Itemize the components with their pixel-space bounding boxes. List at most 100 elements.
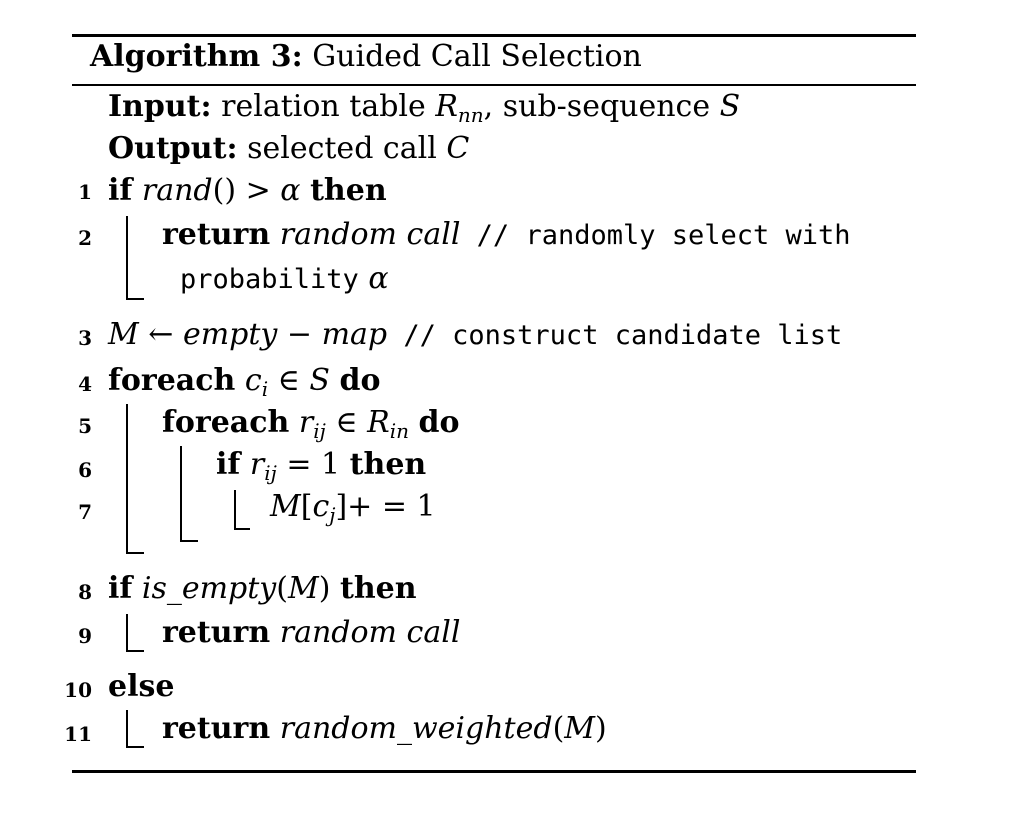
set: R (367, 405, 390, 440)
algo-line-11: return random_weighted(M) (162, 714, 607, 744)
algorithm-title: Guided Call Selection (312, 39, 642, 74)
kw-if: if (216, 447, 241, 482)
top-rule (72, 34, 916, 37)
line-number: 5 (78, 414, 92, 438)
line-number: 2 (78, 226, 92, 250)
arg: M (564, 711, 595, 746)
line-number: 11 (64, 722, 92, 746)
subscript: ij (313, 419, 326, 443)
alpha: α (368, 261, 389, 296)
comment: // randomly select with (460, 220, 851, 251)
expr: empty (182, 317, 278, 352)
kw-return: return (162, 711, 271, 746)
var: c (244, 363, 262, 398)
function: random_weighted (279, 711, 553, 746)
kw-return: return (162, 615, 271, 650)
kw-do: do (339, 363, 381, 398)
paren: ( (276, 571, 288, 606)
header-rule (72, 84, 916, 86)
var: r (249, 447, 265, 482)
set: S (309, 363, 330, 398)
subscript: i (261, 377, 269, 401)
var: M (108, 317, 139, 352)
algo-line-6: if rij = 1 then (216, 447, 427, 485)
kw-then: then (310, 173, 387, 208)
algo-line-2-cont: probability α (180, 264, 389, 294)
line-number: 9 (78, 624, 92, 648)
kw-foreach: foreach (108, 363, 236, 398)
kw-do: do (418, 405, 460, 440)
arg: M (287, 571, 319, 606)
kw-then: then (349, 447, 427, 482)
operator: ∈ (325, 405, 368, 440)
call-expr: random call (279, 217, 461, 252)
algo-line-9: return random call (162, 618, 460, 648)
subscript: j (329, 503, 336, 527)
input-var: R (435, 89, 458, 124)
block-bar (234, 490, 236, 530)
comment: // construct candidate list (387, 320, 843, 351)
algo-line-7: M[cj]+ = 1 (270, 489, 436, 527)
block-bar (126, 710, 128, 748)
line-number: 1 (78, 180, 92, 204)
line-number: 4 (78, 372, 92, 396)
algo-line-2: return random call // randomly select wi… (162, 220, 851, 250)
input-rest: , sub-sequence (483, 89, 711, 124)
kw-if: if (108, 173, 133, 208)
algo-line-1: if rand() > α then (108, 176, 387, 206)
algo-line-5: foreach rij ∈ Rin do (162, 405, 460, 443)
subscript: ij (264, 461, 277, 485)
paren: ) (595, 711, 607, 746)
expr: rand (141, 173, 213, 208)
function: is_empty (141, 571, 277, 606)
line-number: 8 (78, 580, 92, 604)
line-number: 10 (64, 678, 92, 702)
line-number: 6 (78, 458, 92, 482)
block-end (234, 528, 250, 530)
bracket: [ (300, 489, 313, 524)
output-var: C (446, 131, 470, 166)
kw-if: if (108, 571, 133, 606)
input-sub: nn (457, 103, 484, 127)
block-end (126, 298, 144, 300)
dash: − (277, 317, 322, 352)
algo-line-10: else (108, 672, 174, 702)
var: r (298, 405, 314, 440)
alpha: α (280, 173, 301, 208)
block-bar (126, 216, 128, 300)
line-number: 3 (78, 326, 92, 350)
input-label: Input: (108, 89, 212, 124)
arrow: ← (138, 317, 183, 352)
paren: ) (318, 571, 331, 606)
kw-else: else (108, 669, 175, 704)
kw-then: then (339, 571, 417, 606)
block-bar (180, 446, 182, 542)
bracket: ]+ = 1 (335, 489, 436, 524)
algo-line-3: M ← empty − map // construct candidate l… (108, 320, 842, 350)
kw-foreach: foreach (162, 405, 290, 440)
algo-line-4: foreach ci ∈ S do (108, 363, 381, 401)
kw-return: return (162, 217, 271, 252)
paren: () (212, 173, 237, 208)
output-label: Output: (108, 131, 238, 166)
var: c (312, 489, 330, 524)
bottom-rule (72, 770, 916, 773)
algo-line-8: if is_empty(M) then (108, 574, 417, 604)
operator: ∈ (268, 363, 310, 398)
input-text: relation table (221, 89, 426, 124)
block-end (180, 540, 198, 542)
block-bar (126, 614, 128, 652)
operator: > (236, 173, 281, 208)
output-text: selected call (247, 131, 437, 166)
output-line: Output: selected call C (108, 134, 469, 164)
block-end (126, 650, 144, 652)
paren: ( (552, 711, 565, 746)
subscript: in (389, 419, 409, 443)
line-number: 7 (78, 500, 92, 524)
algorithm-label: Algorithm 3: (90, 39, 303, 74)
var: M (270, 489, 301, 524)
algorithm-header: Algorithm 3: Guided Call Selection (90, 42, 642, 72)
comment-cont: probability (180, 264, 359, 295)
input-seq: S (719, 89, 741, 124)
input-line: Input: relation table Rnn, sub-sequence … (108, 89, 741, 127)
